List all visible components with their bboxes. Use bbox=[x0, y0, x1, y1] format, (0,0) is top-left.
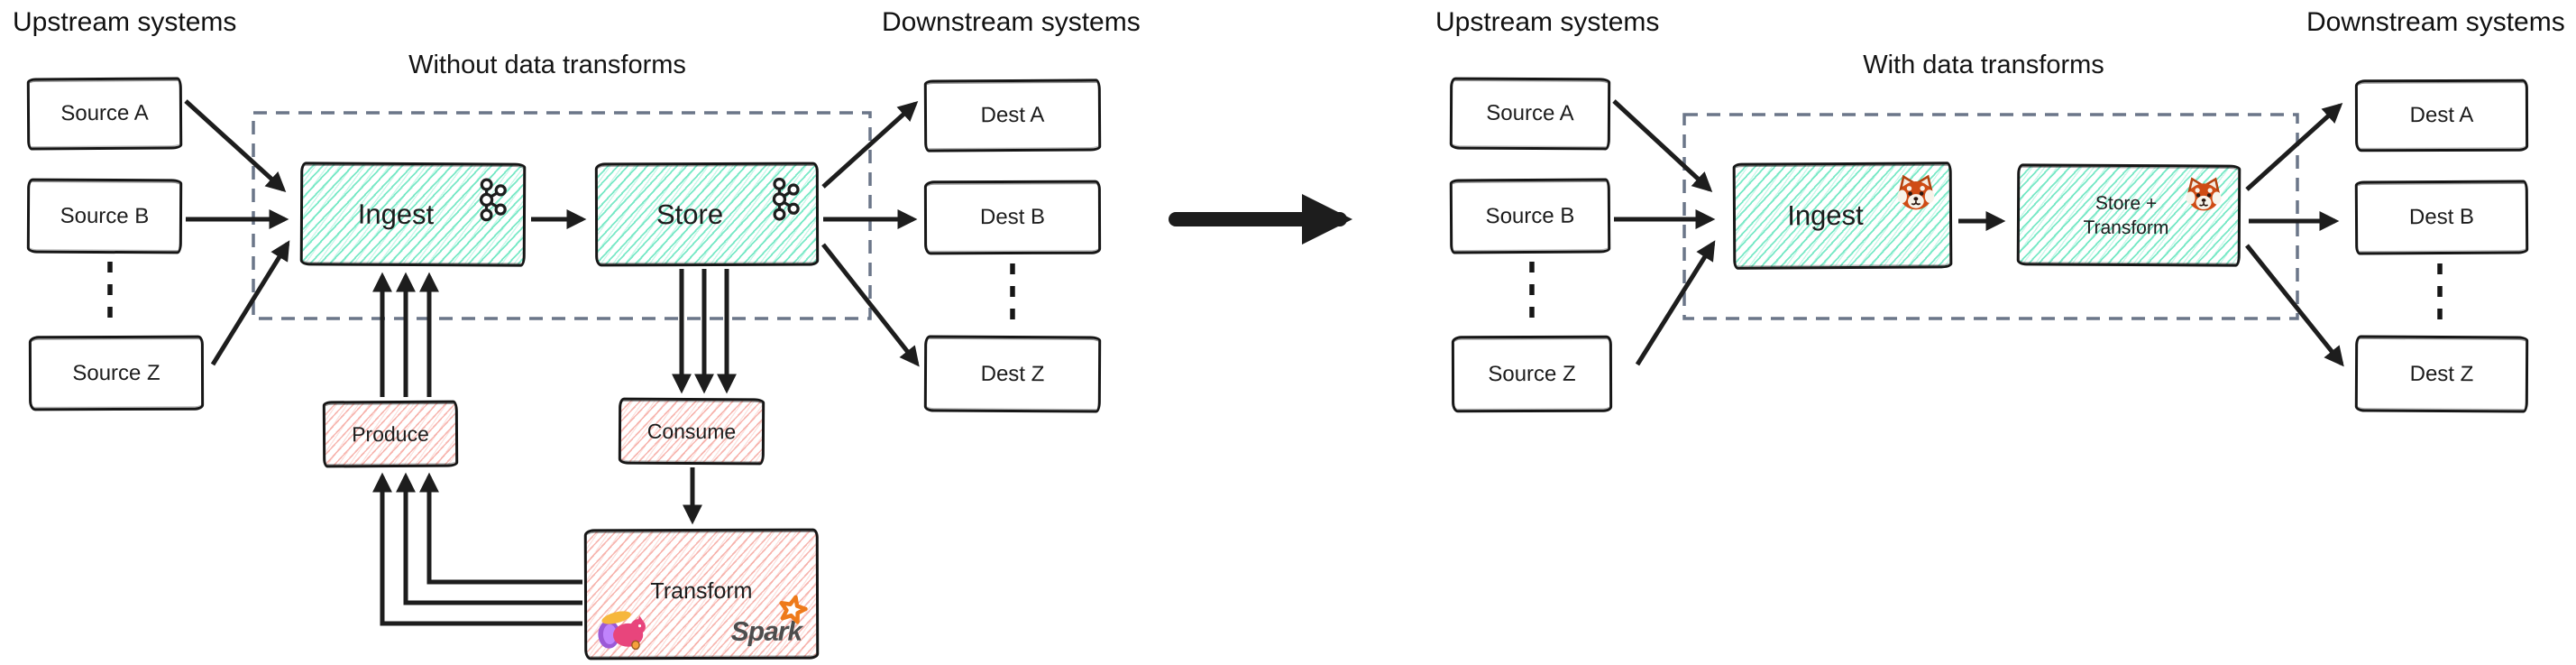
left-ingest-label: Ingest bbox=[357, 198, 435, 230]
left-dest-a-label: Dest A bbox=[980, 102, 1045, 128]
red-panda-icon bbox=[2186, 177, 2222, 211]
transform-label: Transform bbox=[650, 577, 753, 605]
spark-star-icon bbox=[779, 595, 808, 624]
right-source-a-label: Source A bbox=[1486, 100, 1574, 126]
left-source-a-label: Source A bbox=[60, 100, 149, 126]
right-upstream-label: Upstream systems bbox=[1435, 7, 1660, 37]
right-ingest-box: Ingest bbox=[1732, 162, 1953, 270]
produce-box: Produce bbox=[322, 400, 459, 468]
right-dest-b-label: Dest B bbox=[2408, 204, 2475, 230]
left-ingest-box: Ingest bbox=[299, 162, 527, 267]
right-title: With data transforms bbox=[1863, 51, 2104, 79]
right-arrows bbox=[1612, 99, 2344, 367]
left-arrows bbox=[184, 99, 920, 626]
left-title: Without data transforms bbox=[408, 51, 686, 79]
left-dest-z-box: Dest Z bbox=[923, 335, 1102, 413]
right-dest-z-box: Dest Z bbox=[2354, 335, 2529, 413]
left-dest-b-box: Dest B bbox=[923, 180, 1102, 255]
right-source-b-box: Source B bbox=[1449, 178, 1611, 254]
left-downstream-label: Downstream systems bbox=[882, 7, 1141, 37]
produce-label: Produce bbox=[352, 421, 429, 446]
left-source-a-box: Source A bbox=[26, 77, 183, 151]
left-source-z-label: Source Z bbox=[72, 360, 160, 385]
right-ingest-label: Ingest bbox=[1787, 199, 1864, 232]
left-source-z-box: Source Z bbox=[28, 335, 205, 411]
transform-box: Transform Spark bbox=[583, 528, 820, 660]
right-dest-z-label: Dest Z bbox=[2409, 361, 2474, 386]
left-dest-z-label: Dest Z bbox=[980, 361, 1045, 386]
left-source-b-box: Source B bbox=[26, 178, 183, 254]
left-store-box: Store bbox=[594, 162, 820, 267]
consume-box: Consume bbox=[618, 397, 765, 466]
right-dest-a-label: Dest A bbox=[2409, 102, 2474, 128]
left-source-b-label: Source B bbox=[60, 203, 150, 228]
right-downstream-label: Downstream systems bbox=[2306, 7, 2565, 37]
right-store-transform-box: Store + Transform bbox=[2016, 163, 2241, 267]
consume-label: Consume bbox=[646, 419, 737, 443]
right-pipeline-dashed-box bbox=[1682, 113, 2299, 320]
right-source-a-box: Source A bbox=[1449, 77, 1611, 151]
left-upstream-label: Upstream systems bbox=[13, 7, 237, 37]
kafka-icon bbox=[772, 177, 800, 221]
right-dest-b-box: Dest B bbox=[2354, 180, 2529, 255]
red-panda-icon bbox=[1897, 174, 1935, 210]
ellipsis-connectors bbox=[107, 262, 2443, 327]
kafka-icon bbox=[479, 178, 507, 222]
left-store-label: Store bbox=[655, 198, 724, 230]
flink-squirrel-icon bbox=[598, 611, 646, 651]
right-source-z-label: Source Z bbox=[1488, 361, 1576, 386]
left-dest-b-label: Dest B bbox=[979, 204, 1046, 230]
right-source-z-box: Source Z bbox=[1451, 335, 1613, 413]
right-store-transform-label: Store + Transform bbox=[2083, 192, 2169, 238]
spark-logo: Spark bbox=[731, 595, 808, 648]
right-source-b-label: Source B bbox=[1485, 203, 1575, 228]
right-dest-a-box: Dest A bbox=[2354, 79, 2529, 152]
left-dest-a-box: Dest A bbox=[923, 79, 1102, 152]
left-pipeline-dashed-box bbox=[252, 111, 872, 320]
